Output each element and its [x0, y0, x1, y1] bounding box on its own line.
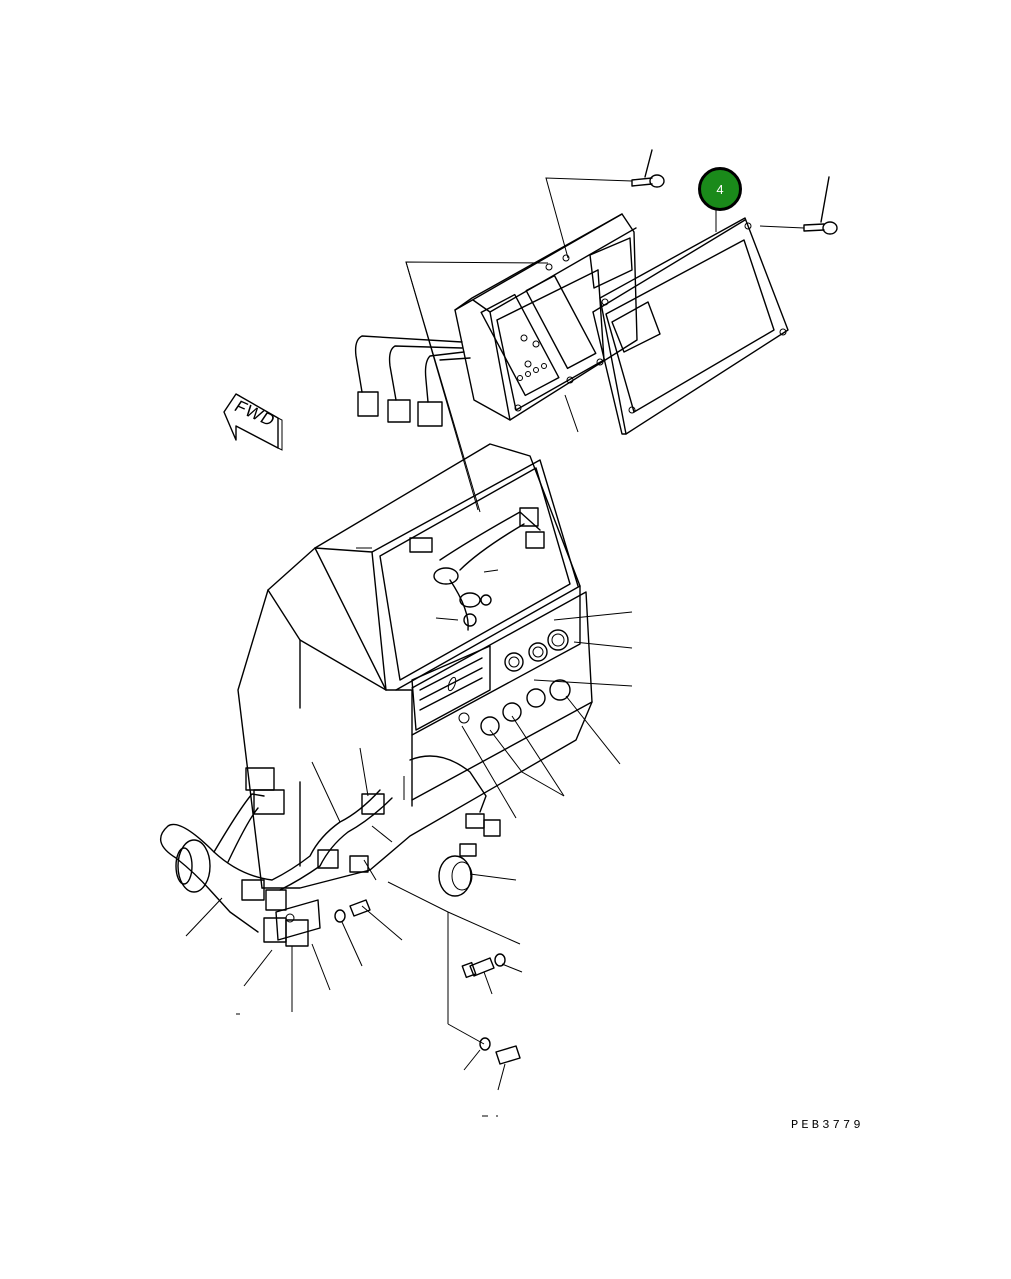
- fwd-arrow: [223, 393, 283, 451]
- callout-4-badge[interactable]: 4: [698, 167, 742, 211]
- bolt-top-right: [759, 176, 838, 235]
- drawing-code: PEB3779: [791, 1118, 864, 1132]
- leader-lines-top: [405, 177, 633, 513]
- lower-bolts: [334, 899, 521, 1065]
- bolt-top-left: [631, 149, 665, 188]
- dashboard-console: [237, 443, 593, 889]
- leader-lines: [185, 547, 633, 1117]
- cover-frame: [592, 204, 789, 435]
- instrument-panel: [354, 213, 638, 433]
- lower-harness: [159, 755, 501, 947]
